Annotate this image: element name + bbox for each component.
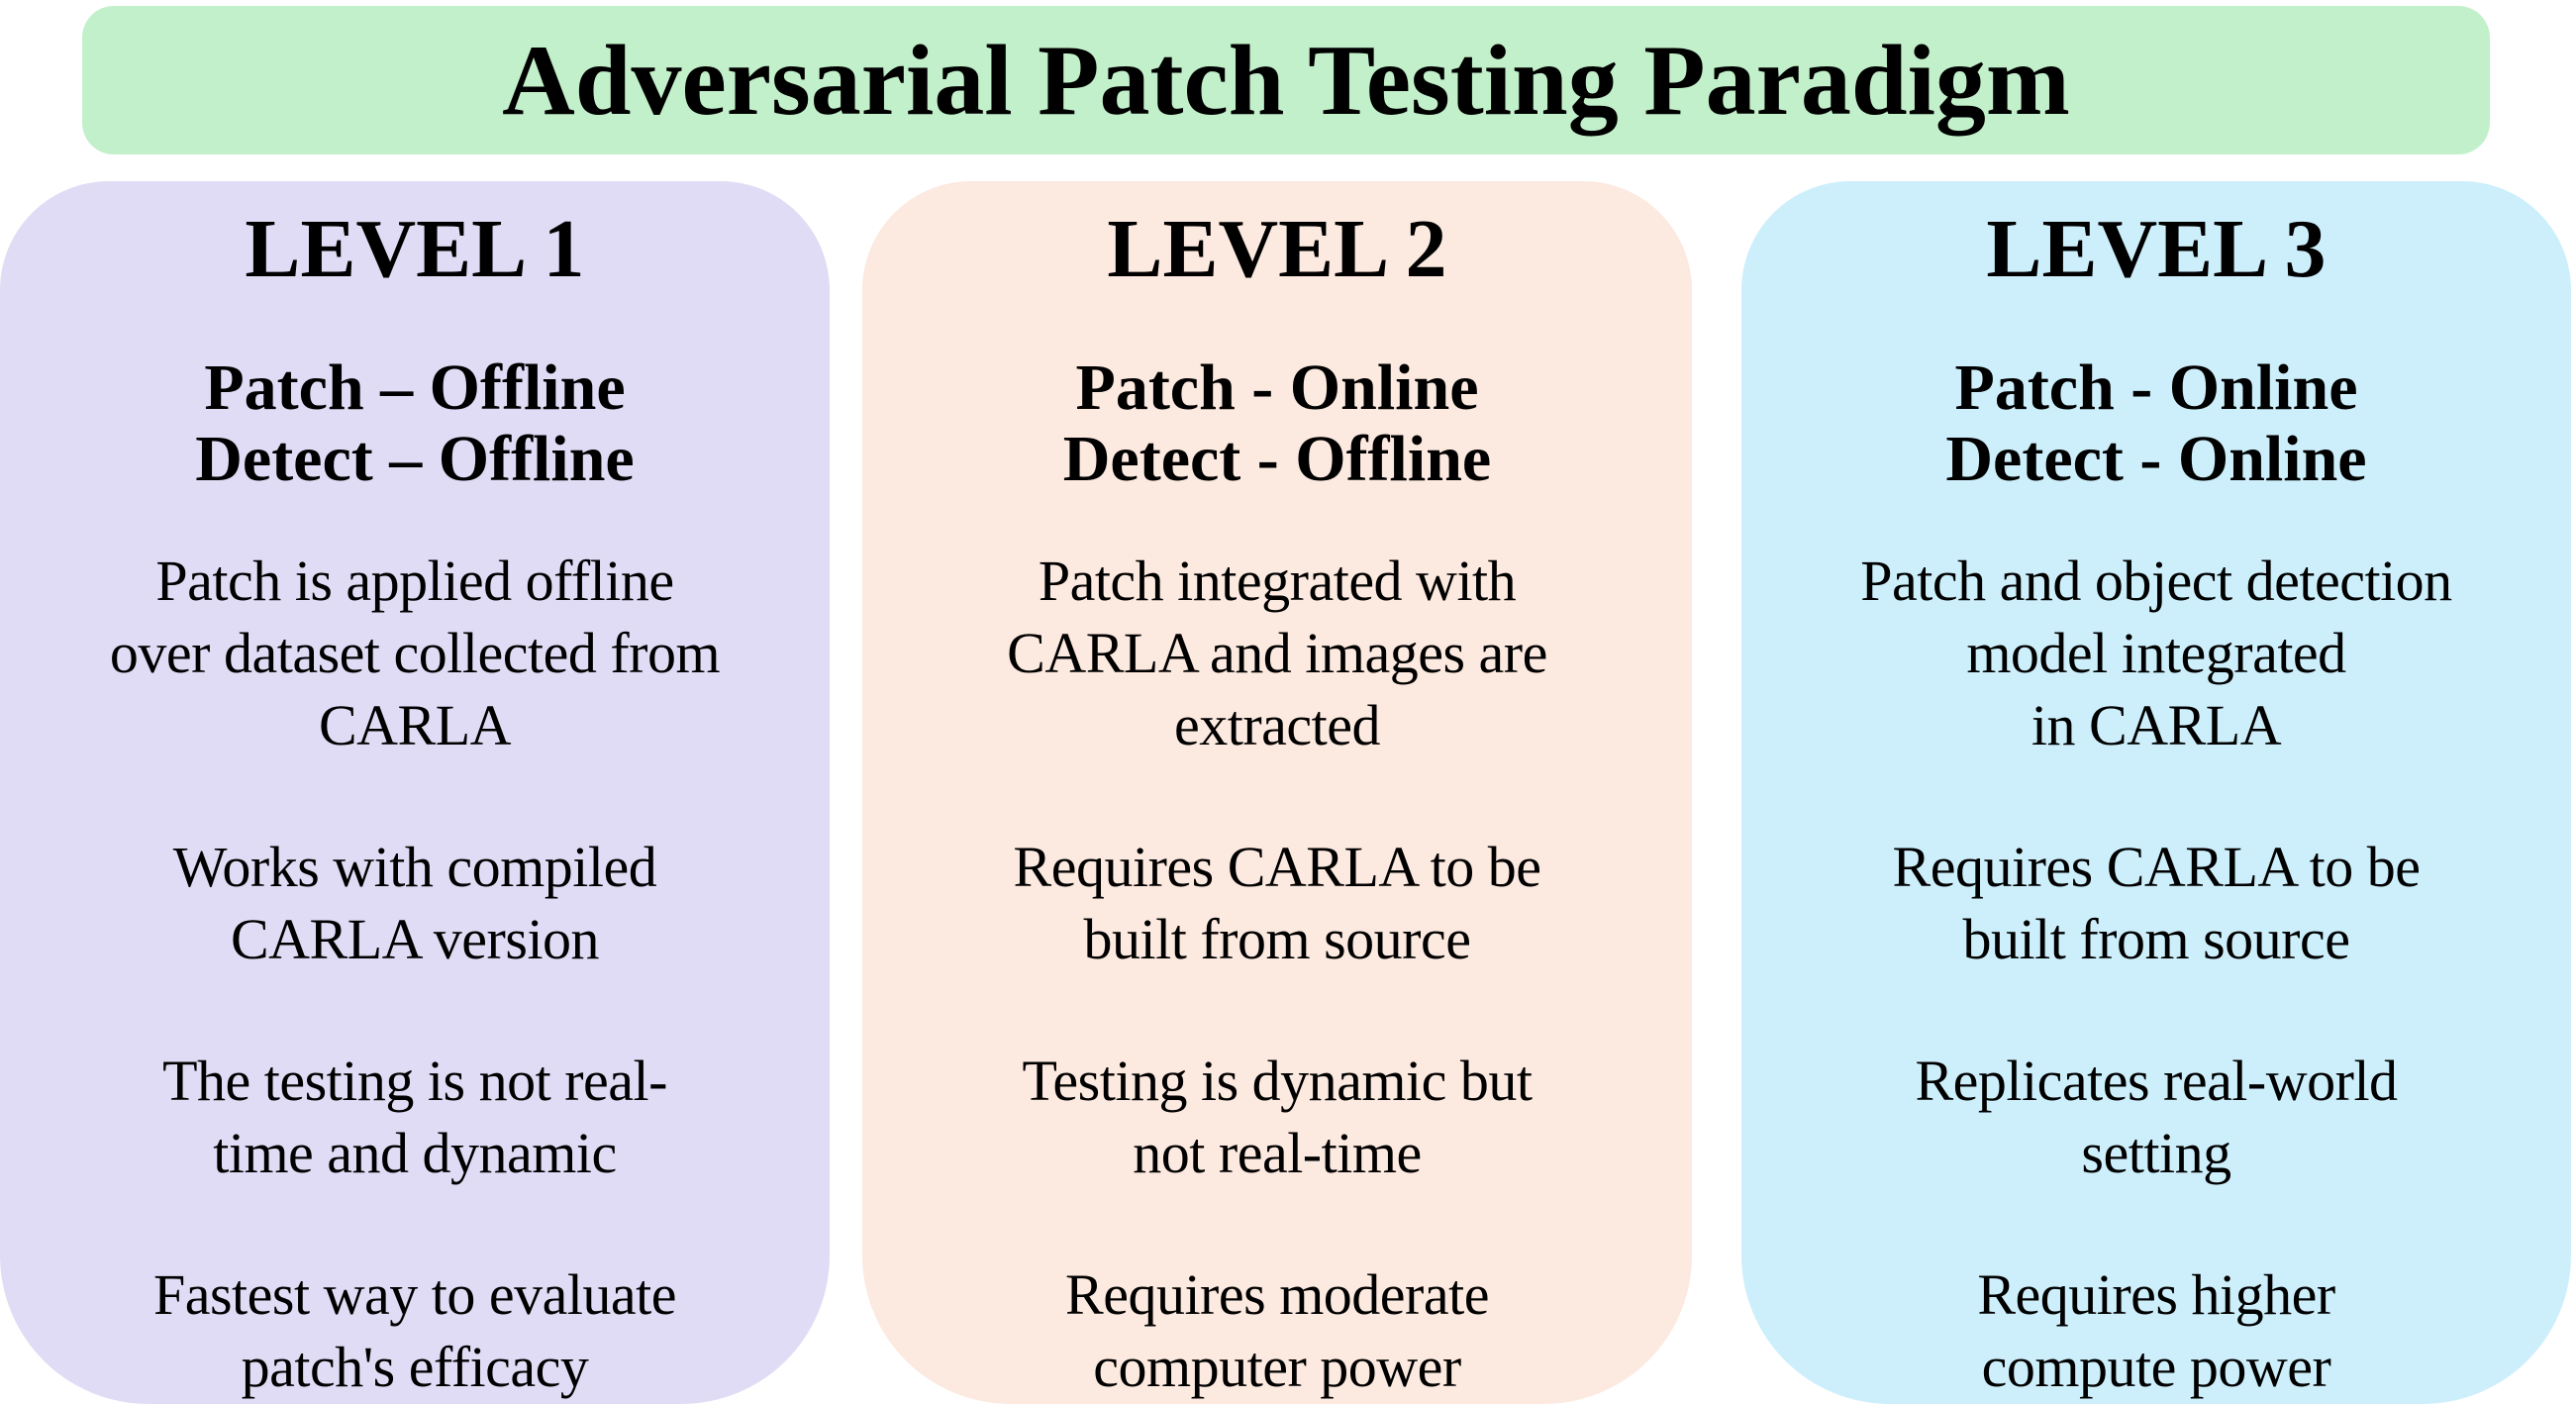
level-1-point-1: Patch is applied offline over dataset co…: [109, 549, 721, 757]
level-3-point-1: Patch and object detection model integra…: [1860, 549, 2452, 757]
level-2-point-4: Requires moderate computer power: [1065, 1262, 1489, 1399]
level-3-point-2: Requires CARLA to be built from source: [1892, 835, 2421, 971]
level-2-heading: LEVEL 2: [1107, 203, 1447, 295]
level-3-point-4: Requires higher compute power: [1977, 1262, 2335, 1399]
level-2-point-3: Testing is dynamic but not real-time: [1022, 1049, 1533, 1185]
level-2-point-1: Patch integrated with CARLA and images a…: [1007, 549, 1547, 757]
level-2-card: LEVEL 2 Patch - Online Detect - Offline …: [862, 181, 1692, 1404]
level-1-modes: Patch – Offline Detect – Offline: [195, 351, 635, 495]
level-1-point-2: Works with compiled CARLA version: [172, 835, 657, 971]
level-1-point-4: Fastest way to evaluate patch's efficacy: [152, 1262, 677, 1399]
level-2-point-2: Requires CARLA to be built from source: [1013, 835, 1541, 971]
level-3-point-3: Replicates real-world setting: [1915, 1049, 2398, 1185]
level-3-modes: Patch - Online Detect - Online: [1945, 351, 2367, 495]
title-banner: Adversarial Patch Testing Paradigm: [82, 6, 2490, 154]
level-1-heading: LEVEL 1: [245, 203, 585, 295]
level-1-point-3: The testing is not real- time and dynami…: [162, 1049, 667, 1185]
level-1-card: LEVEL 1 Patch – Offline Detect – Offline…: [0, 181, 830, 1404]
level-3-card: LEVEL 3 Patch - Online Detect - Online P…: [1741, 181, 2571, 1404]
level-3-heading: LEVEL 3: [1986, 203, 2327, 295]
page-title: Adversarial Patch Testing Paradigm: [502, 24, 2070, 137]
level-2-modes: Patch - Online Detect - Offline: [1062, 351, 1492, 495]
